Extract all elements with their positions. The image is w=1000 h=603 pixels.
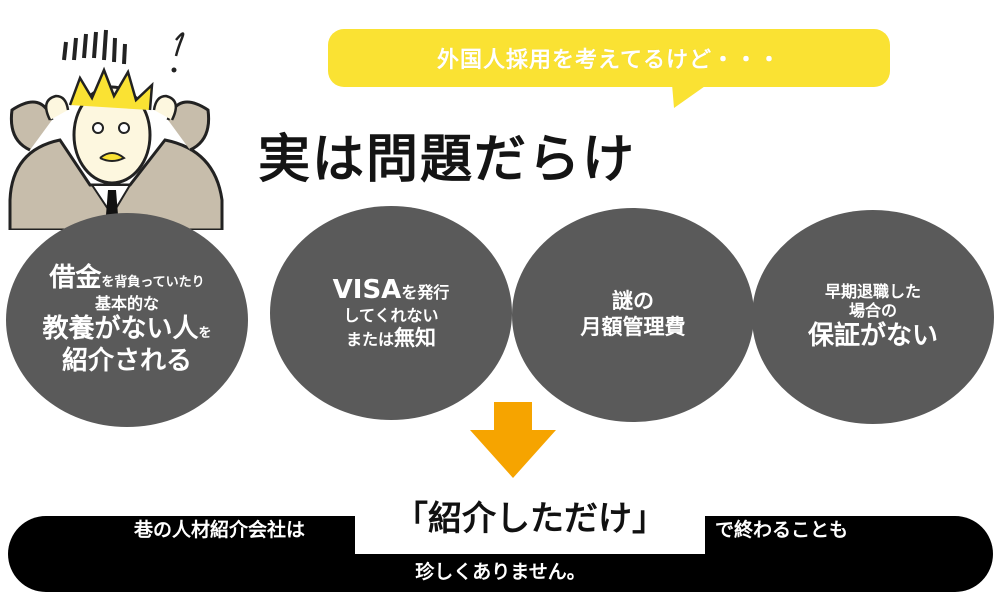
banner-suffix: で終わることも [715, 519, 849, 541]
speech-bubble-tail [672, 84, 708, 108]
problem-line: してくれない [343, 306, 438, 326]
problem-text: または [345, 329, 394, 349]
speech-bubble-text: 外国人採用を考えてるけど・・・ [437, 48, 781, 73]
stressed-man-icon [8, 29, 224, 230]
problem-text: を背負っていたり [101, 274, 205, 290]
headline: 実は問題だらけ [258, 130, 637, 190]
problem-text: を [198, 325, 212, 341]
banner-highlight: 「紹介しただけ」 [355, 484, 705, 554]
problem-circle-3: 謎の月額管理費 [512, 208, 754, 422]
problem-text: 借金 [49, 262, 102, 293]
problem-text: 保証がない [807, 320, 938, 351]
problem-line: 紹介される [62, 346, 192, 378]
banner-line-2: 珍しくありません。 [415, 561, 586, 583]
problem-text: VISA [332, 274, 402, 305]
problem-line: 月額管理費 [581, 315, 686, 341]
problem-text: 早期退職した [824, 281, 921, 301]
banner-prefix: 巷の人材紹介会社は [134, 519, 306, 541]
problem-text: 基本的な [94, 294, 159, 314]
problem-line: 保証がない [808, 321, 938, 353]
problem-line: 場合の [849, 301, 897, 321]
problem-circle-4: 早期退職した場合の保証がない [752, 210, 994, 424]
problem-line: または無知 [346, 326, 436, 352]
problem-line: 謎の [612, 289, 654, 315]
problem-line: 借金を背負っていたり [49, 263, 204, 295]
problem-circle-1: 借金を背負っていたり基本的な教養がない人を紹介される [6, 213, 248, 427]
problem-text: 教養がない人 [42, 313, 199, 344]
problem-text: 紹介される [61, 345, 192, 376]
problem-text: を発行 [401, 282, 450, 302]
problem-text: 月額管理費 [580, 315, 686, 339]
problem-circle-2: VISAを発行してくれない または無知 [270, 206, 512, 420]
problem-line: 早期退職した [825, 282, 921, 302]
problem-line: 教養がない人を [42, 314, 211, 346]
problem-line: VISAを発行 [333, 275, 450, 307]
problem-text: 場合の [848, 301, 897, 321]
problem-line: 基本的な [95, 294, 159, 314]
problem-text: 無知 [394, 325, 436, 350]
problem-text: してくれない [343, 306, 439, 326]
down-arrow-icon [470, 402, 556, 478]
problem-text: 謎の [612, 289, 654, 314]
speech-bubble [328, 29, 890, 87]
